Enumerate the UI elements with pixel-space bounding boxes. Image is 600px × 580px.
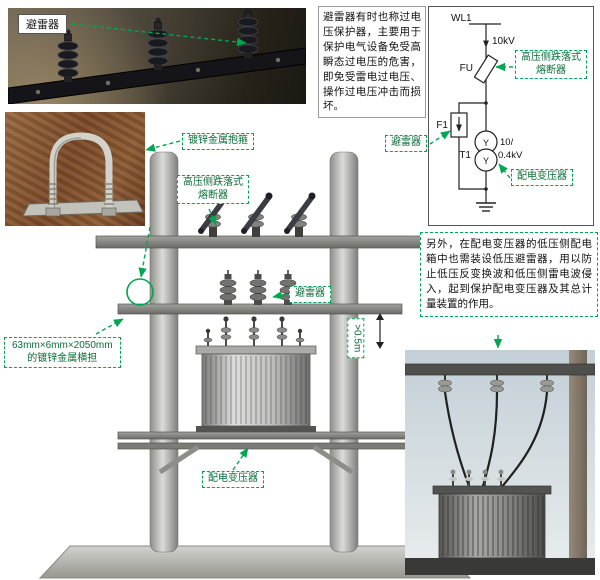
platform-brace-left [158,444,200,475]
photo-crossarm [405,363,595,376]
note-lightning-arrester: 避雷器有时也称过电压保护器，主要用于保护电气设备免受高瞬态过电压的危害，即免受雷… [318,6,426,119]
crossarm-label: 63mm×6mm×2050mm 的镀锌金属横担 [4,337,121,368]
schematic-fuse-label-line1: 高压侧跌落式 [521,52,581,63]
circuit-schematic-panel: WL1 10kV FU F1 Y Y T1 10/ 0.4kV [428,6,594,226]
t1-label: T1 [459,150,471,161]
platform-rail-top [117,431,423,440]
ratio-line1: 10/ [500,137,514,148]
fuse-label: 高压侧跌落式 熔断器 [177,175,249,204]
photo-arrester-silhouette [237,8,259,58]
u-bolt [49,132,113,208]
photo-arrester-silhouette [57,29,79,82]
photo-ground-band [405,558,595,575]
f1-label: F1 [436,120,448,131]
fuse-symbol [473,54,499,84]
winding-bottom: Y [483,156,489,166]
distribution-transformer [195,316,317,432]
crossarm-arrester [117,303,403,315]
ground-symbol [476,202,496,212]
dropout-fuse [241,192,273,237]
clamp-label: 镀锌金属抱箍 [182,133,254,150]
fuse-label-line1: 高压侧跌落式 [183,177,243,188]
circuit-schematic: WL1 10kV FU F1 Y Y T1 10/ 0.4kV [436,13,523,212]
platform-rail-bottom [117,442,423,450]
winding-top: Y [483,138,489,148]
clearance-dimension [376,313,384,349]
dropout-fuse [284,192,316,237]
photo-crossarm [8,47,306,104]
crossarm-label-line2: 的镀锌金属横担 [27,352,98,364]
transformer-label: 配电变压器 [202,471,264,488]
arrester-label: 避雷器 [289,286,331,303]
schematic-transformer-label: 配电变压器 [511,169,573,186]
clamp-plate [22,199,144,217]
platform-brace-right [312,444,354,475]
photo-transformer [432,469,552,559]
fu-label: FU [460,63,473,74]
photo-insulator [438,375,554,393]
photo-arrester-silhouette [147,17,169,70]
clearance-label: >0.5m [347,318,365,359]
clamp-highlight-circle [126,278,154,306]
photo-pole [569,350,587,575]
crossarm-label-line1: 63mm×6mm×2050mm [12,340,113,351]
arrester-photo-label: 避雷器 [18,14,67,34]
crossarm-fuse [95,235,425,249]
transformer-photo [405,350,595,575]
schematic-fuse-label-line2: 熔断器 [536,64,566,76]
lightning-arrester [249,270,267,305]
note-low-voltage-arrester: 另外，在配电变压器的低压侧配电箱中也需装设低压避雷器，用以防止低压反变换波和低压… [420,232,598,317]
clamp-photo [5,112,145,226]
schematic-fuse-label: 高压侧跌落式 熔断器 [515,50,587,79]
lightning-arrester [219,270,237,305]
transformer-photo-art [405,350,595,575]
concrete-base [38,545,472,579]
voltage-label: 10kV [492,36,515,47]
schematic-arrester-label: 避雷器 [385,135,427,152]
fuse-label-line2: 熔断器 [198,189,228,201]
clamp-photo-art [22,132,144,217]
wl1-label: WL1 [451,13,472,24]
ratio-line2: 0.4kV [498,150,523,161]
left-pole [149,151,179,553]
